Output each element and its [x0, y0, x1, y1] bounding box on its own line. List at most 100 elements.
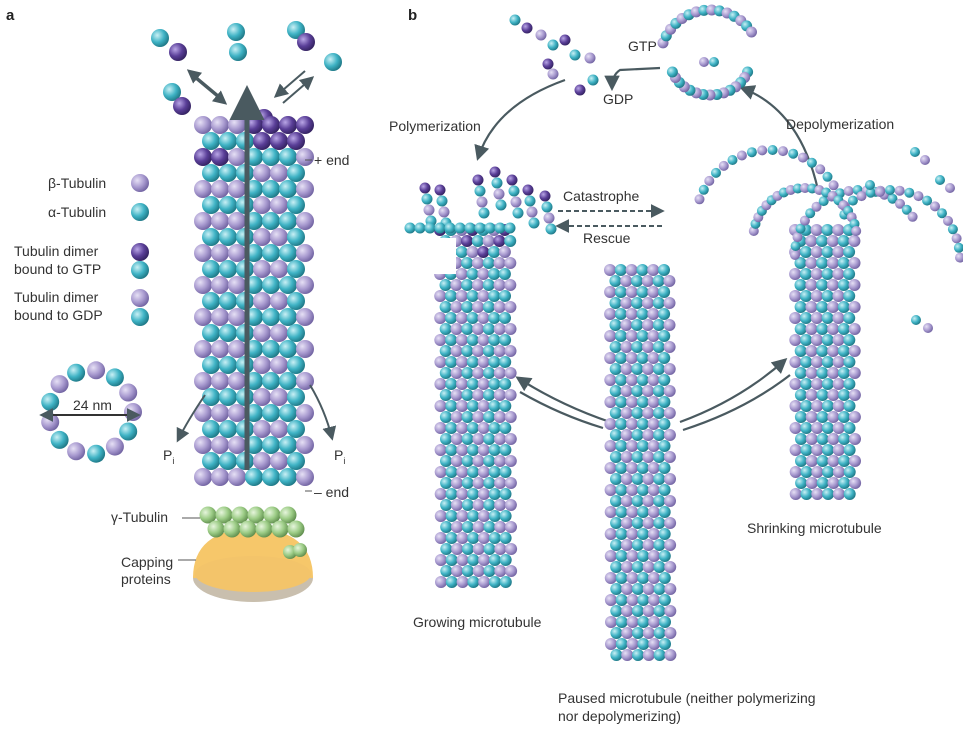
plus-end-label: + end [314, 152, 349, 168]
alpha-tubulin-bead [821, 224, 833, 236]
alpha-tubulin-bead [479, 208, 490, 219]
alpha-tubulin-bead [489, 576, 501, 588]
alpha-tubulin-bead [822, 290, 834, 302]
alpha-tubulin-bead [637, 528, 649, 540]
beta-tubulin-bead [647, 308, 659, 320]
beta-tubulin-bead [435, 576, 447, 588]
beta-tubulin-bead [648, 616, 660, 628]
alpha-tubulin-bead [610, 473, 622, 485]
alpha-tubulin-bead [219, 388, 237, 406]
alpha-tubulin-bead [499, 444, 511, 456]
alpha-tubulin-bead [461, 301, 473, 313]
alpha-tubulin-bead [202, 228, 220, 246]
alpha-tubulin-bead [262, 276, 280, 294]
beta-tubulin-bead [642, 473, 654, 485]
alpha-tubulin-bead [653, 473, 665, 485]
beta-tubulin-bead [664, 385, 676, 397]
beta-tubulin-bead [494, 257, 506, 269]
beta-tubulin-bead [605, 484, 617, 496]
beta-tubulin-bead [621, 429, 633, 441]
beta-tubulin-bead [832, 268, 844, 280]
alpha-tubulin-bead [456, 246, 468, 258]
alpha-tubulin-bead [405, 223, 416, 234]
alpha-tubulin-bead [467, 532, 479, 544]
beta-tubulin-bead [621, 583, 633, 595]
alpha-tubulin-bead [287, 196, 305, 214]
alpha-tubulin-bead [795, 323, 807, 335]
beta-tubulin-bead [494, 433, 506, 445]
beta-tubulin-bead [505, 323, 517, 335]
alpha-tubulin-bead [483, 477, 495, 489]
beta-tubulin-bead [805, 257, 817, 269]
alpha-tubulin-bead [446, 488, 458, 500]
alpha-tubulin-bead [279, 436, 297, 454]
alpha-tubulin-bead [659, 616, 671, 628]
alpha-tubulin-bead [489, 488, 501, 500]
beta-tubulin-bead [790, 488, 802, 500]
alpha-tubulin-bead [728, 155, 738, 165]
alpha-tubulin-bead [632, 451, 644, 463]
alpha-tubulin-bead [838, 455, 850, 467]
beta-tubulin-bead [494, 565, 506, 577]
alpha-tubulin-bead [467, 422, 479, 434]
beta-tubulin-bead [664, 363, 676, 375]
beta-tubulin-bead [648, 528, 660, 540]
beta-tubulin-bead [253, 228, 271, 246]
alpha-tubulin-bead [948, 224, 958, 234]
beta-tubulin-bead [699, 57, 709, 67]
beta-tubulin-bead [806, 367, 818, 379]
alpha-tubulin-bead [632, 495, 644, 507]
beta-tubulin-bead [604, 264, 616, 276]
alpha-tubulin-bead [499, 356, 511, 368]
alpha-tubulin-bead [816, 367, 828, 379]
beta-tubulin-bead [643, 539, 655, 551]
beta-tubulin-bead [746, 27, 757, 38]
alpha-tubulin-bead [653, 319, 665, 331]
alpha-tubulin-bead [807, 158, 817, 168]
beta-tubulin-bead [827, 279, 839, 291]
alpha-tubulin-bead [632, 627, 644, 639]
beta-tubulin-bead [473, 565, 485, 577]
beta-tubulin-bead [811, 246, 823, 258]
gtp-tubulin-bead [461, 235, 473, 247]
alpha-tubulin-bead [632, 583, 644, 595]
alpha-tubulin-bead [467, 268, 479, 280]
beta-tubulin-bead [211, 116, 229, 134]
alpha-tubulin-bead [659, 506, 671, 518]
alpha-tubulin-bead [653, 297, 665, 309]
alpha-tubulin-bead [467, 554, 479, 566]
beta-tubulin-bead [626, 396, 638, 408]
beta-tubulin-bead [473, 499, 485, 511]
gtp-tubulin-bead [262, 116, 280, 134]
beta-tubulin-bead [505, 389, 517, 401]
legend-beta-swatch [131, 174, 149, 192]
gtp-tubulin-bead [522, 23, 533, 34]
alpha-tubulin-bead [795, 279, 807, 291]
alpha-tubulin-bead [489, 466, 501, 478]
gtp-tubulin-bead [194, 148, 212, 166]
growing-label: Growing microtubule [413, 614, 542, 630]
alpha-tubulin-bead [287, 356, 305, 374]
beta-tubulin-bead [849, 301, 861, 313]
beta-tubulin-bead [451, 367, 463, 379]
beta-tubulin-bead [439, 207, 450, 218]
beta-tubulin-bead [643, 605, 655, 617]
beta-tubulin-bead [626, 462, 638, 474]
alpha-tubulin-bead [844, 488, 856, 500]
alpha-tubulin-bead [654, 583, 666, 595]
beta-tubulin-bead [211, 468, 229, 486]
beta-tubulin-bead [648, 396, 660, 408]
beta-tubulin-bead [849, 279, 861, 291]
alpha-tubulin-bead [615, 352, 627, 364]
beta-tubulin-bead [648, 594, 660, 606]
alpha-tubulin-bead [440, 411, 452, 423]
alpha-tubulin-bead [822, 378, 834, 390]
alpha-tubulin-bead [483, 367, 495, 379]
alpha-tubulin-bead [816, 301, 828, 313]
beta-tubulin-bead [451, 411, 463, 423]
alpha-tubulin-bead [610, 341, 622, 353]
alpha-tubulin-bead [610, 407, 622, 419]
alpha-tubulin-bead [659, 484, 671, 496]
beta-tubulin-bead [923, 323, 933, 333]
beta-tubulin-bead [832, 312, 844, 324]
